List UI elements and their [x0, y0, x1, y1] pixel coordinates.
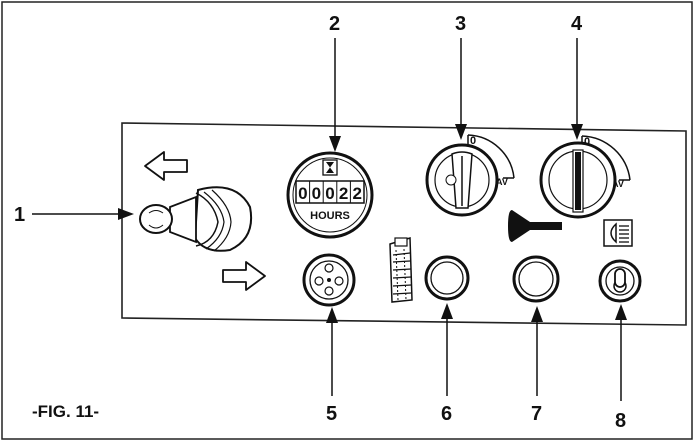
key-switch-left: 0 AV — [425, 134, 515, 217]
emergency-button — [302, 253, 356, 307]
key-position-off: 0 — [584, 136, 590, 148]
horn-button — [512, 255, 560, 303]
key-position-off: 0 — [470, 135, 476, 147]
hour-digit: 0 — [298, 184, 307, 203]
hourglass-icon — [322, 159, 338, 176]
arrow-right-icon — [222, 261, 266, 291]
joystick-icon — [139, 186, 252, 252]
callout-5: 5 — [326, 403, 337, 425]
hour-digit: 2 — [339, 184, 348, 203]
hour-meter-unit: HOURS — [310, 210, 350, 222]
light-toggle-switch — [598, 259, 642, 303]
callout-4: 4 — [571, 13, 583, 35]
horn-icon — [508, 210, 562, 242]
hour-digit: 0 — [325, 184, 334, 203]
callout-leaders — [32, 38, 627, 401]
hour-digit: 2 — [352, 184, 361, 203]
figure-label: -FIG. 11- — [32, 402, 99, 421]
key-position-on: AV — [496, 177, 508, 187]
callout-7: 7 — [531, 403, 542, 425]
push-button-6 — [424, 255, 470, 301]
arrow-left-icon — [144, 151, 188, 181]
callout-6: 6 — [441, 403, 452, 425]
callout-2: 2 — [329, 13, 340, 35]
callout-1: 1 — [14, 204, 25, 226]
key-position-on: AV — [612, 179, 624, 189]
hour-digit: 0 — [312, 184, 321, 203]
hour-meter: 0 0 0 2 2 HOURS — [286, 151, 374, 239]
callout-8: 8 — [615, 410, 626, 432]
headlight-icon — [603, 219, 633, 247]
key-switch-right: 0 AV — [539, 135, 631, 219]
oil-container-icon — [389, 237, 413, 303]
callout-3: 3 — [455, 13, 466, 35]
